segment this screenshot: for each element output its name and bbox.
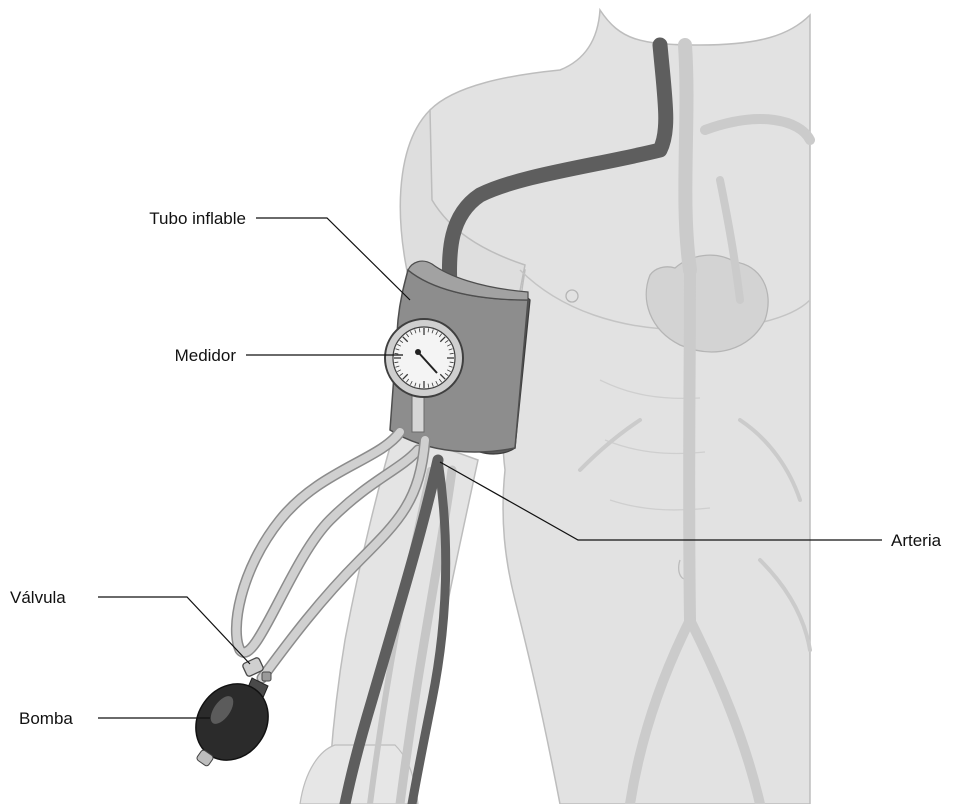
label-tubo-inflable: Tubo inflable: [149, 209, 246, 228]
valve-screw: [262, 672, 271, 681]
leader-valvula: [98, 597, 250, 664]
bulb-illustration: [181, 670, 283, 775]
label-medidor: Medidor: [175, 346, 237, 365]
label-arteria: Arteria: [891, 531, 942, 550]
gauge-illustration: [385, 319, 463, 397]
gauge-hub: [415, 349, 421, 355]
leader-tubo-inflable: [256, 218, 410, 300]
label-valvula: Válvula: [10, 588, 66, 607]
label-bomba: Bomba: [19, 709, 73, 728]
cuff-connector: [412, 392, 424, 432]
